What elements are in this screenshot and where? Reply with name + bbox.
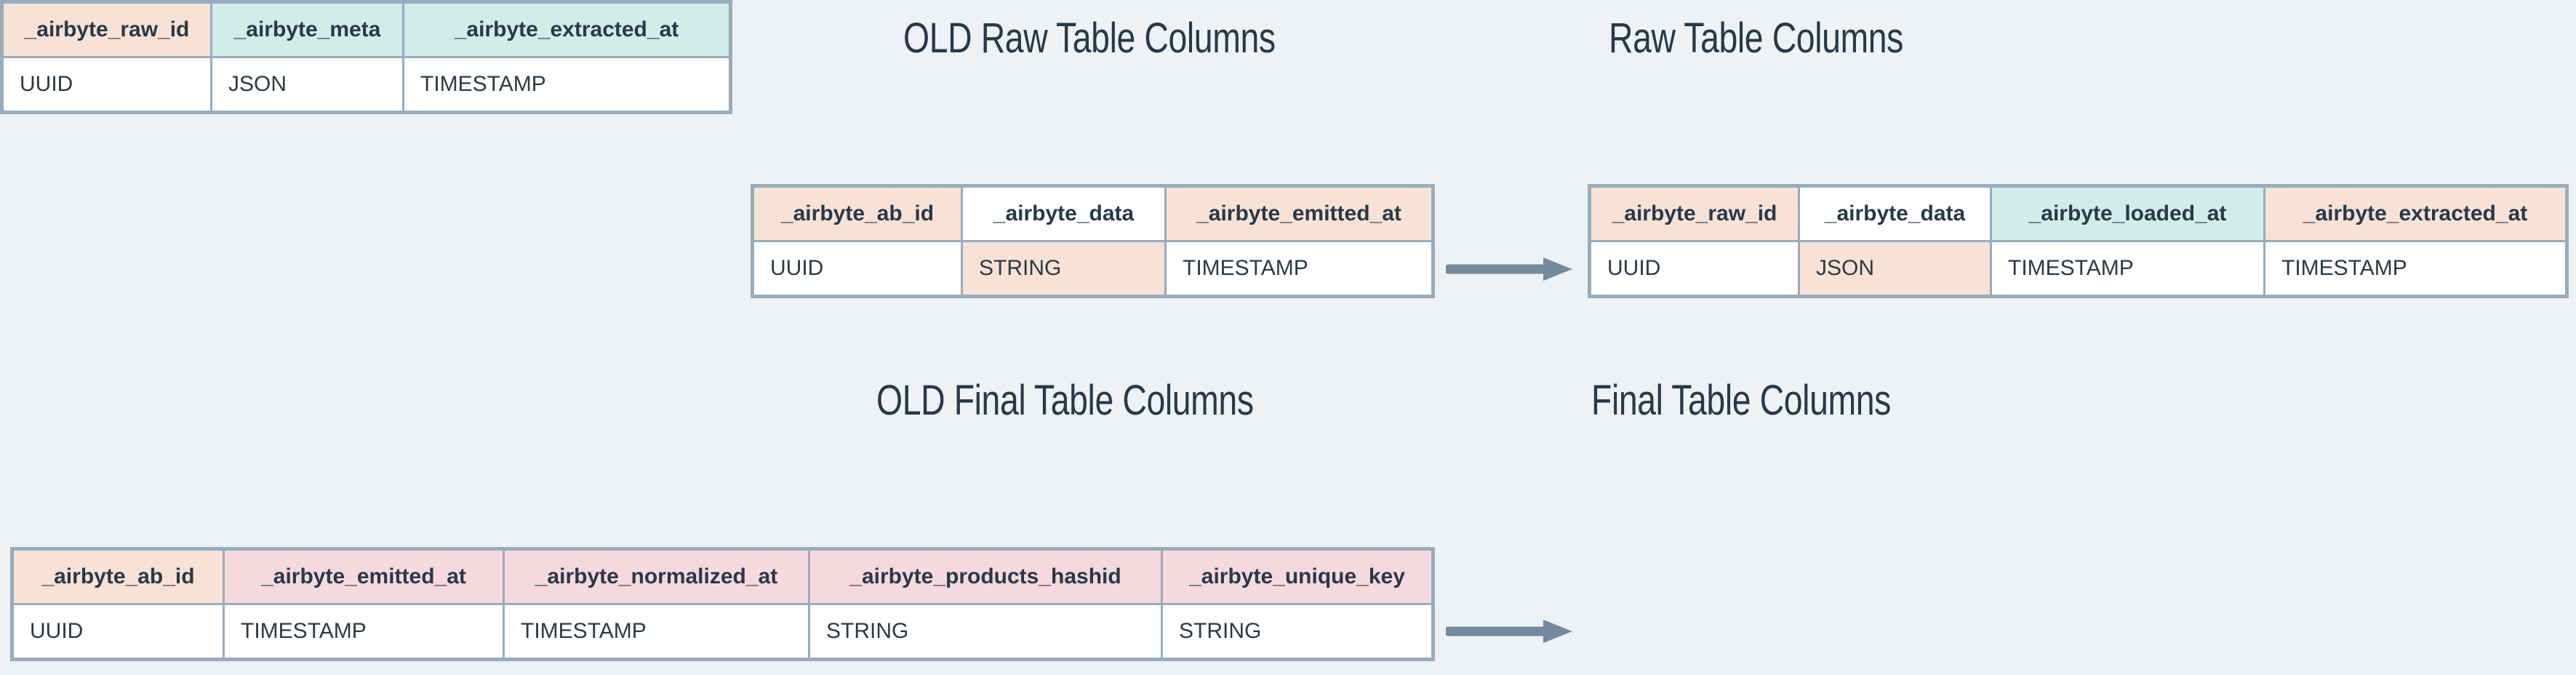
column-type-cell: STRING (1161, 603, 1434, 660)
table-final-columns: _airbyte_raw_id_airbyte_meta_airbyte_ext… (0, 0, 732, 114)
column-header-cell: _airbyte_extracted_at (402, 1, 732, 58)
column-header-cell: _airbyte_emitted_at (1164, 185, 1434, 242)
table-header-row: _airbyte_raw_id_airbyte_meta_airbyte_ext… (1, 1, 732, 58)
column-header-cell: _airbyte_ab_id (751, 185, 963, 242)
table-old-final-columns: _airbyte_ab_id_airbyte_emitted_at_airbyt… (10, 547, 1435, 661)
final-transform-arrow-icon (1446, 617, 1577, 646)
title-old-final-table-columns: OLD Final Table Columns (876, 377, 1254, 424)
column-type-cell: UUID (1588, 240, 1800, 297)
table-header-row: _airbyte_ab_id_airbyte_emitted_at_airbyt… (11, 548, 1434, 605)
column-type-cell: TIMESTAMP (1164, 240, 1434, 297)
table-header-row: _airbyte_ab_id_airbyte_data_airbyte_emit… (751, 185, 1434, 242)
column-type-cell: JSON (210, 56, 404, 113)
column-type-cell: STRING (961, 240, 1167, 297)
column-header-cell: _airbyte_ab_id (11, 548, 225, 605)
column-type-cell: TIMESTAMP (223, 603, 505, 660)
table-old-raw-columns: _airbyte_ab_id_airbyte_data_airbyte_emit… (751, 184, 1435, 298)
column-type-cell: TIMESTAMP (2263, 240, 2568, 297)
column-header-cell: _airbyte_raw_id (1, 1, 212, 58)
title-final-table-columns: Final Table Columns (1591, 377, 1891, 424)
column-type-cell: TIMESTAMP (503, 603, 810, 660)
column-type-cell: UUID (11, 603, 225, 660)
column-header-cell: _airbyte_normalized_at (503, 548, 810, 605)
column-type-cell: JSON (1798, 240, 1992, 297)
column-header-cell: _airbyte_products_hashid (808, 548, 1163, 605)
column-header-cell: _airbyte_emitted_at (223, 548, 505, 605)
raw-transform-arrow-icon (1446, 255, 1577, 284)
table-raw-columns: _airbyte_raw_id_airbyte_data_airbyte_loa… (1588, 184, 2569, 298)
column-header-cell: _airbyte_meta (210, 1, 404, 58)
column-header-cell: _airbyte_raw_id (1588, 185, 1800, 242)
column-type-cell: TIMESTAMP (402, 56, 732, 113)
column-type-cell: UUID (1, 56, 212, 113)
column-type-cell: UUID (751, 240, 963, 297)
column-header-cell: _airbyte_data (961, 185, 1167, 242)
column-header-cell: _airbyte_unique_key (1161, 548, 1434, 605)
title-raw-table-columns: Raw Table Columns (1609, 15, 1903, 62)
column-type-cell: TIMESTAMP (1990, 240, 2265, 297)
column-header-cell: _airbyte_loaded_at (1990, 185, 2265, 242)
column-type-cell: STRING (808, 603, 1163, 660)
column-header-cell: _airbyte_data (1798, 185, 1992, 242)
column-header-cell: _airbyte_extracted_at (2263, 185, 2568, 242)
title-old-raw-table-columns: OLD Raw Table Columns (903, 15, 1276, 62)
table-header-row: _airbyte_raw_id_airbyte_data_airbyte_loa… (1588, 185, 2568, 242)
